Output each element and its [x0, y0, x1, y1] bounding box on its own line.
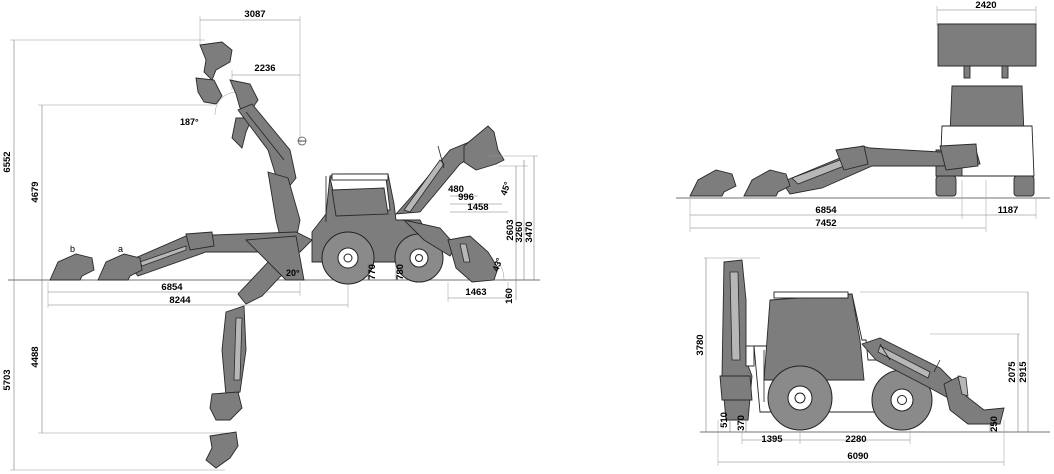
dim-996-label: 996	[458, 192, 474, 203]
bucket-position-a	[97, 253, 143, 281]
backhoe-bucket-top-b	[689, 169, 737, 197]
reach-top-label: 3087	[244, 9, 265, 20]
dim-510-label: 510	[719, 412, 730, 428]
top-reach-a-label: 6854	[815, 205, 837, 216]
dim-1458-label: 1458	[467, 202, 488, 213]
loader-bucket-raised	[463, 125, 505, 171]
backhoe-bucket-raised	[199, 41, 233, 81]
reach-b-label: 8244	[169, 295, 191, 306]
label-a: a	[118, 244, 123, 254]
depth-dig-label: 4488	[30, 346, 41, 367]
top-view: 2420 6854 7452 1187	[676, 0, 1050, 232]
dim-3470-label: 3470	[524, 221, 535, 242]
loader-bucket-low	[447, 235, 499, 283]
cab-transport	[763, 293, 865, 381]
wheel-top-right	[1013, 175, 1035, 197]
angle-top-label: 187°	[180, 117, 199, 127]
dim-2280-label: 2280	[845, 434, 866, 445]
backhoe-bucket-mid	[195, 77, 223, 105]
dim-1395-label: 1395	[761, 434, 783, 445]
height-2915-label: 2915	[1018, 361, 1029, 383]
height-2075-label: 2075	[1007, 361, 1018, 383]
angle-bottom-label: 20°	[286, 268, 300, 278]
front-bucket-top	[937, 23, 1037, 67]
dim-480-label: 480	[448, 184, 464, 195]
dim-1463-label: 1463	[465, 287, 486, 298]
angle-43-label: 43°	[490, 256, 504, 273]
backhoe-bucket-top-a	[743, 169, 791, 197]
height-cab-label: 3780	[695, 334, 706, 355]
height-dig-label: 4679	[30, 181, 41, 202]
dim-780-label: 780	[395, 264, 406, 280]
depth-total-label: 5703	[2, 369, 13, 390]
backhoe-stick-low	[221, 305, 247, 397]
reach-a-label: 6854	[161, 282, 183, 293]
length-total-label: 6090	[847, 451, 868, 462]
top-offset-label: 1187	[998, 205, 1019, 216]
dim-370-label: 370	[736, 415, 747, 431]
dim-2603-label: 2603	[505, 219, 516, 240]
backhoe-bucket-deepest	[205, 431, 239, 469]
backhoe-bucket-deep	[209, 391, 243, 421]
backhoe-stabilizer-arm	[244, 235, 305, 281]
label-b: b	[70, 244, 75, 254]
height-total-label: 6552	[2, 151, 13, 172]
reach-mid-label: 2236	[254, 63, 275, 74]
dim-250-label: 250	[989, 416, 1000, 432]
angle-45-label: 45°	[498, 180, 512, 197]
dim-160-label: 160	[504, 288, 515, 304]
bucket-position-b	[49, 253, 95, 281]
wheel-top-left	[935, 175, 957, 197]
width-label: 2420	[975, 0, 996, 11]
transport-view: 3780 510 370 2075 2915 250 1395 2280 609…	[695, 257, 1050, 466]
dim-770-label: 770	[367, 264, 378, 280]
top-reach-b-label: 7452	[815, 218, 836, 229]
backhoe-boom-raised	[237, 103, 297, 189]
dim-3260-label: 3260	[514, 221, 525, 242]
side-view: 6552 4679 4488 5703 3087 2236 187°	[2, 9, 540, 471]
